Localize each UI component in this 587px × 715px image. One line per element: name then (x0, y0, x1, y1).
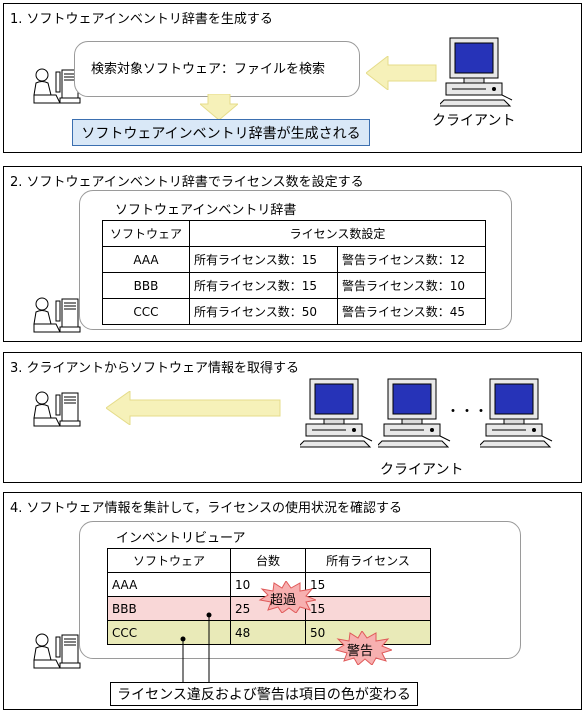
search-target-text: 検索対象ソフトウェア：ファイルを検索 (91, 62, 326, 77)
client-pc-icon (440, 37, 513, 107)
connector-lines (180, 612, 212, 683)
color-change-note: ライセンス違反および警告は項目の色が変わる (110, 682, 418, 706)
table-row-over: BBB 25 15 (107, 596, 431, 621)
warning-license: 警告ライセンス数：12 (337, 246, 486, 273)
header-license-setting: ライセンス数設定 (189, 220, 486, 247)
header-owned-license: 所有ライセンス (305, 548, 431, 573)
arrow-left-icon (106, 391, 281, 425)
client-pc-icon (480, 378, 553, 448)
table-row: AAA 10 15 (107, 572, 431, 597)
owned-license: 所有ライセンス数：50 (189, 298, 338, 325)
client-label: クライアント (380, 462, 464, 478)
user-workstation-icon (33, 297, 81, 333)
step4-panel: 4. ソフトウェア情報を集計して，ライセンスの使用状況を確認する インベントリビ… (3, 492, 582, 710)
user-workstation-icon (33, 391, 81, 427)
header-count: 台数 (230, 548, 306, 573)
dictionary-title: ソフトウェアインベントリ辞書 (115, 203, 297, 218)
viewer-title: インベントリビューア (116, 531, 246, 546)
step1-panel: 1. ソフトウェアインベントリ辞書を生成する 検索対象ソフトウェア：ファイルを検… (3, 3, 582, 153)
header-software: ソフトウェア (102, 220, 190, 247)
arrow-down-icon (200, 94, 238, 120)
user-workstation-icon (33, 633, 81, 669)
step2-title: 2. ソフトウェアインベントリ辞書でライセンス数を設定する (10, 175, 364, 190)
software-name: CCC (102, 298, 190, 325)
table-row: AAA 所有ライセンス数：15 警告ライセンス数：12 (102, 246, 486, 273)
search-bubble (74, 41, 360, 97)
software-name: AAA (102, 246, 190, 273)
table-row-warning: CCC 48 50 (107, 620, 431, 645)
step2-panel: 2. ソフトウェアインベントリ辞書でライセンス数を設定する ソフトウェアインベン… (3, 166, 582, 342)
ellipsis: ・・・ (446, 404, 488, 420)
arrow-left-icon (366, 56, 437, 90)
inventory-viewer-table: ソフトウェア 台数 所有ライセンス AAA 10 15 BBB 25 15 CC… (107, 548, 431, 645)
owned-license: 所有ライセンス数：15 (189, 246, 338, 273)
client-pc-icon (300, 378, 373, 448)
step4-title: 4. ソフトウェア情報を集計して，ライセンスの使用状況を確認する (10, 501, 402, 516)
dictionary-generated-callout: ソフトウェアインベントリ辞書が生成される (72, 119, 370, 146)
warning-license: 警告ライセンス数：10 (337, 272, 486, 299)
table-row: CCC 所有ライセンス数：50 警告ライセンス数：45 (102, 298, 486, 325)
warning-badge-label: 警告 (347, 644, 374, 659)
warning-license: 警告ライセンス数：45 (337, 298, 486, 325)
step1-title: 1. ソフトウェアインベントリ辞書を生成する (10, 12, 273, 27)
table-row: BBB 所有ライセンス数：15 警告ライセンス数：10 (102, 272, 486, 299)
step3-title: 3. クライアントからソフトウェア情報を取得する (10, 361, 300, 376)
owned-license: 15 (305, 572, 431, 597)
client-label: クライアント (432, 113, 516, 129)
step3-panel: 3. クライアントからソフトウェア情報を取得する ・・・ クライアント (3, 352, 582, 483)
client-pc-icon (378, 378, 451, 448)
license-setting-table: ソフトウェア ライセンス数設定 AAA 所有ライセンス数：15 警告ライセンス数… (102, 220, 486, 325)
warning-badge-icon (334, 631, 392, 665)
over-badge-label: 超過 (270, 593, 297, 608)
owned-license: 所有ライセンス数：15 (189, 272, 338, 299)
over-badge-icon (258, 581, 316, 613)
software-name: CCC (107, 620, 231, 645)
owned-license: 15 (305, 596, 431, 621)
software-name: BBB (102, 272, 190, 299)
header-software: ソフトウェア (107, 548, 231, 573)
software-name: AAA (107, 572, 231, 597)
install-count: 48 (230, 620, 306, 645)
